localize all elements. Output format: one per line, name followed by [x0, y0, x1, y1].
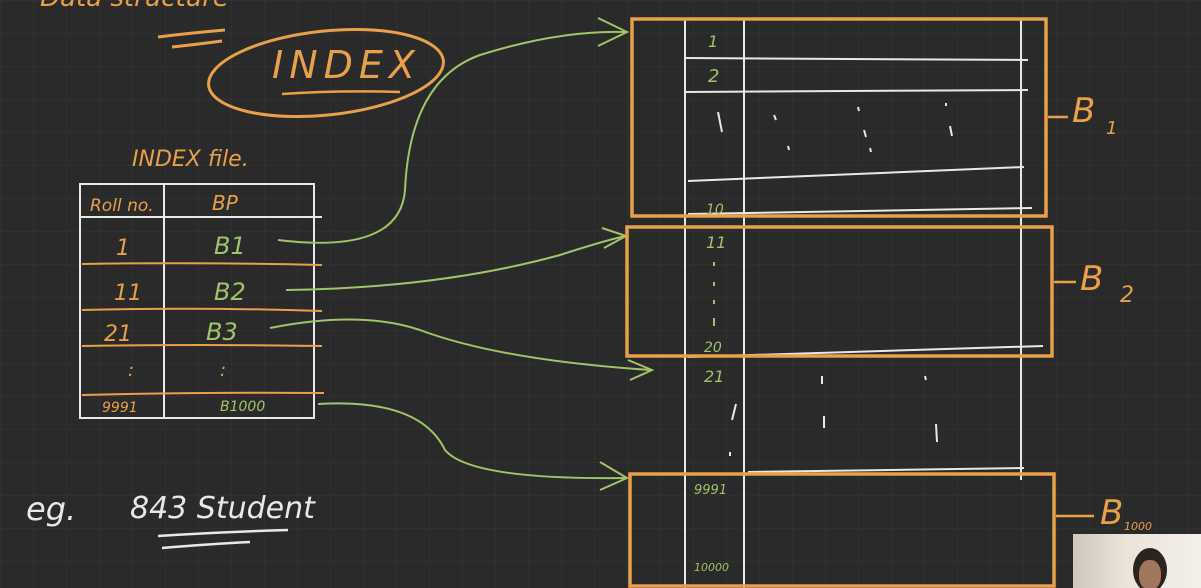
record-number: 21 [704, 367, 724, 386]
record-number: 1 [708, 32, 718, 51]
block-box-b1000 [628, 472, 1056, 588]
record-number: 10 [706, 202, 724, 218]
table-cell: : [220, 360, 226, 381]
record-number: 11 [706, 233, 726, 252]
record-number: 10000 [694, 561, 729, 574]
heading-partial: Data structure [40, 0, 229, 13]
block-label-b1000: B [1100, 493, 1123, 533]
example-underline [157, 528, 289, 550]
block-label-sub: 1000 [1124, 520, 1152, 533]
pointer-arrow [277, 30, 626, 244]
table-cell: B1000 [220, 399, 265, 415]
block-boxes [625, 17, 1056, 588]
example-text: 843 Student [130, 491, 316, 526]
table-cell: 21 [104, 322, 132, 347]
index-word: INDEX [272, 43, 421, 87]
table-header-bp: BP [212, 191, 239, 215]
block-box-b1 [630, 17, 1048, 218]
presenter-face [1139, 560, 1161, 588]
record-number: 20 [704, 340, 722, 356]
block-label-sub: 1 [1106, 118, 1117, 139]
table-cell: 11 [114, 281, 142, 306]
pointer-arrow [269, 318, 651, 371]
block-label-b2: B [1080, 259, 1103, 299]
heading-underline [157, 28, 226, 49]
table-cell: B2 [214, 278, 246, 306]
table-cell: 1 [116, 236, 130, 261]
block-box-b2 [625, 225, 1054, 358]
arrow-head [597, 17, 630, 47]
table-cell: B1 [214, 232, 246, 260]
table-cell: : [128, 360, 134, 381]
arrow-head [599, 461, 630, 491]
pointer-arrow [285, 235, 626, 291]
index-table: Roll no. BP 1 B1 11 B2 21 B3 : : 9991 B1… [79, 183, 325, 419]
table-cell: 9991 [102, 400, 138, 416]
block-label-b1: B [1072, 91, 1095, 131]
index-oval [207, 27, 445, 119]
webcam-overlay [1073, 534, 1201, 588]
table-cell: B3 [206, 318, 238, 346]
block-label-sub: 2 [1120, 283, 1134, 308]
block-labels: B 1 B 2 B 1000 [1048, 91, 1152, 533]
data-file: 1 2 10 11 20 21 9991 10000 [684, 18, 1044, 588]
arrow-head [627, 359, 655, 381]
record-number: 2 [708, 66, 719, 87]
example-eg: eg. [26, 490, 76, 528]
table-header-rollno: Roll no. [90, 196, 154, 216]
index-underline [281, 90, 401, 96]
pointer-arrows [269, 17, 655, 491]
pointer-arrow [317, 402, 626, 480]
record-number: 9991 [694, 483, 727, 498]
index-file-label: INDEX file. [132, 147, 249, 172]
